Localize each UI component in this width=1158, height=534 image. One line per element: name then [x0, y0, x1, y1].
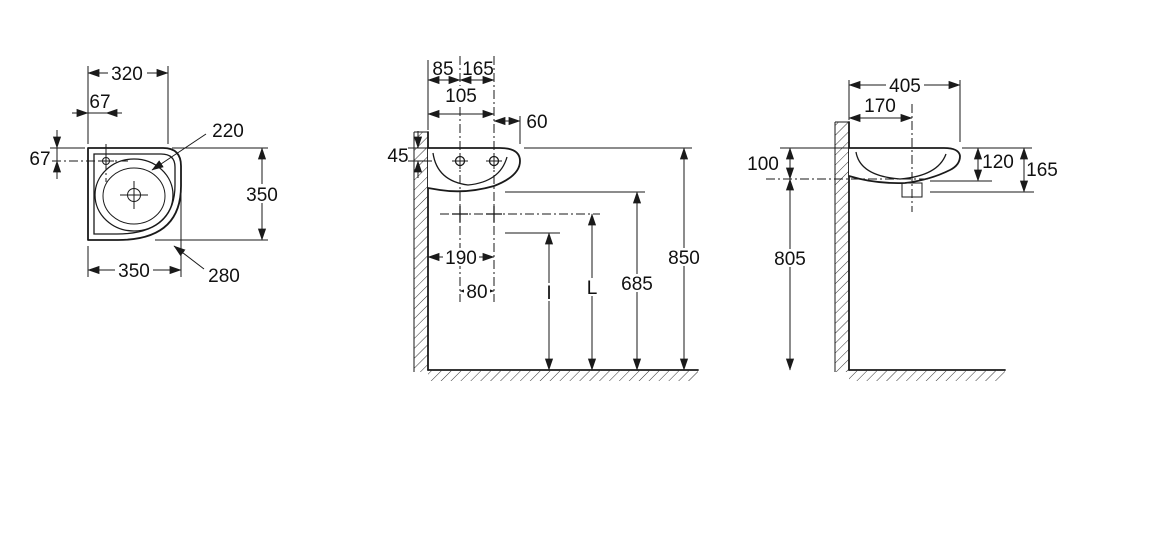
dim-label-l: L	[587, 278, 598, 299]
dim-label-350-bottom: 350	[118, 261, 150, 282]
dim-label-80: 80	[466, 282, 487, 303]
dim-label-67-top: 67	[89, 92, 110, 113]
dim-label-165-front: 165	[462, 59, 494, 80]
dim-side-rim-to-fixings: 100	[747, 147, 849, 180]
dim-plan-overall-depth: 350	[87, 192, 182, 282]
dim-plan-bowl-radius: 220	[151, 121, 244, 171]
dim-front-axis2-to-edge: 60	[493, 112, 548, 144]
dim-plan-faucet-offset-y: 67	[29, 130, 85, 179]
dim-label-170: 170	[864, 96, 896, 117]
dim-side-fixing-height: 805	[771, 178, 811, 371]
dim-label-i: I	[546, 283, 551, 304]
wall-hatch-front	[414, 132, 428, 372]
dim-label-805: 805	[774, 249, 806, 270]
dim-plan-faucet-offset-x: 67	[72, 92, 122, 118]
dim-plan-front-radius: 280	[173, 245, 240, 287]
dim-front-underside-height: 685	[505, 191, 656, 371]
dim-label-120: 120	[982, 152, 1014, 173]
dim-label-350-right: 350	[246, 185, 278, 206]
basin-profile-side	[848, 147, 961, 185]
dim-front-height-i: I	[505, 232, 560, 371]
bowl-section-front	[432, 152, 508, 186]
front-view: 85 165 105 60 45 190	[387, 56, 703, 381]
bowl-outer	[94, 158, 174, 232]
dim-side-overall-depth: 405	[848, 76, 961, 142]
dim-label-280: 280	[208, 266, 240, 287]
floor-hatch-front	[428, 370, 698, 381]
dim-plan-overall-width: 320	[87, 63, 169, 144]
wall-hatch-side	[835, 122, 849, 372]
basin-rim-plan	[93, 153, 176, 235]
dim-label-190: 190	[445, 248, 477, 269]
floor-hatch-side	[849, 370, 1005, 381]
dim-label-165-side: 165	[1026, 160, 1058, 181]
bowl-inner	[102, 167, 166, 225]
dim-front-fixing-spacing: 80	[459, 282, 495, 303]
dim-side-front-height: 165	[930, 147, 1058, 193]
dim-label-850: 850	[668, 248, 700, 269]
side-view: 405 170 100 805 120 165	[747, 76, 1058, 381]
dim-front-rim-height: 850	[524, 147, 703, 371]
dim-label-45: 45	[387, 146, 408, 167]
dim-front-axis-spacing: 165	[459, 59, 495, 85]
dim-label-320: 320	[111, 64, 143, 85]
dim-label-67-left: 67	[29, 149, 50, 170]
dim-label-100: 100	[747, 154, 779, 175]
dim-front-rim-thickness: 45	[387, 131, 432, 178]
dim-front-height-l: L	[583, 213, 601, 371]
dim-label-105: 105	[445, 86, 477, 107]
plan-view: 320 67 67 220 350	[29, 63, 279, 287]
dim-front-wall-to-fixings: 190	[427, 248, 495, 269]
dim-label-85: 85	[432, 59, 453, 80]
dim-label-220: 220	[212, 121, 244, 142]
dim-label-60: 60	[526, 112, 547, 133]
dim-label-405: 405	[889, 76, 921, 97]
dim-front-wall-to-axis1: 85	[427, 59, 461, 130]
dim-plan-wall-depth: 350	[155, 147, 279, 241]
bowl-section-side	[855, 151, 947, 180]
dim-front-wall-to-axis2: 105	[427, 86, 495, 119]
dim-label-685: 685	[621, 274, 653, 295]
dim-side-wall-to-trap: 170	[848, 96, 913, 123]
